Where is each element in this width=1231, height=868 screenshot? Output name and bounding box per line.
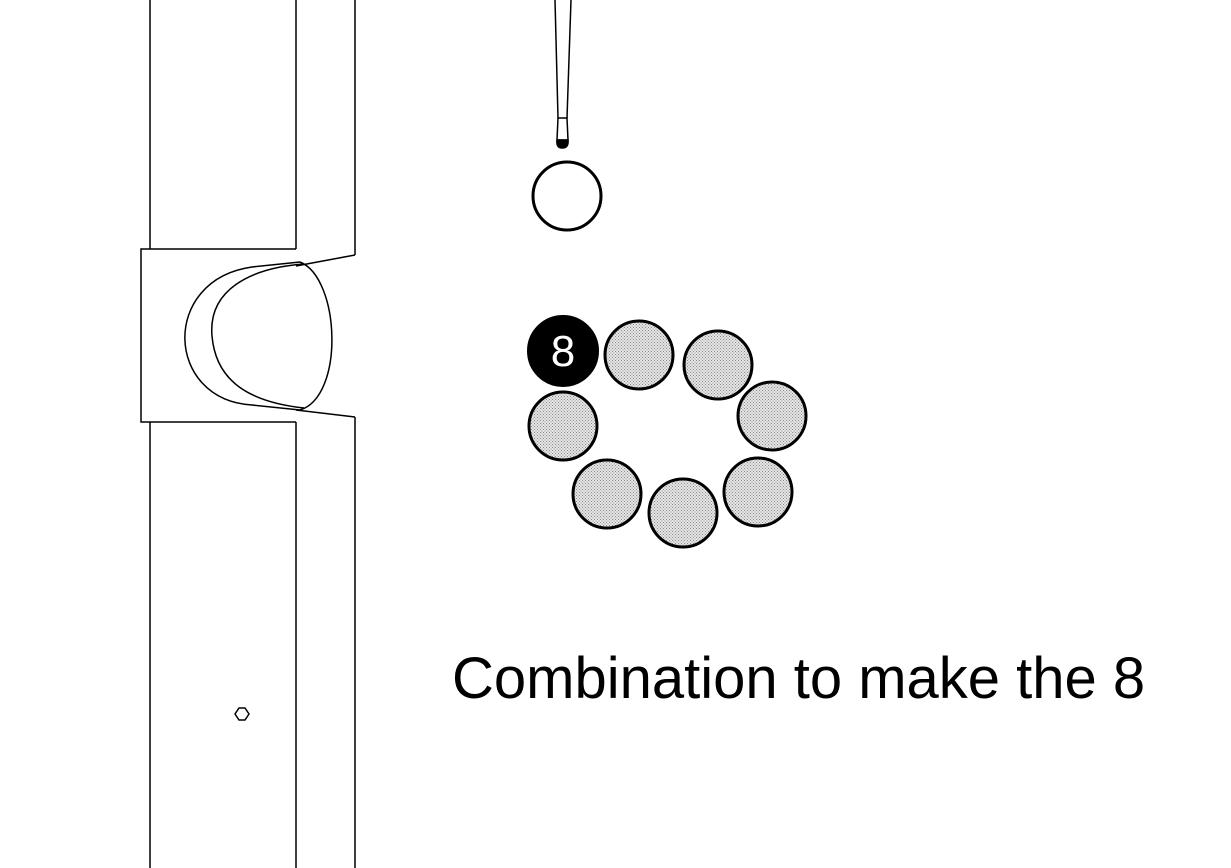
object-ball — [682, 329, 754, 401]
pocket-outer-arc — [184, 261, 301, 411]
pocket-jaw-bottom — [295, 409, 356, 418]
eight-ball-body — [527, 315, 599, 387]
pocket-housing — [140, 248, 296, 423]
cue-ferrule — [556, 117, 569, 141]
cue-ball — [531, 160, 603, 232]
diagram-caption: Combination to make the 8 — [452, 646, 1146, 711]
table-rail — [140, 0, 356, 868]
cue-stick — [554, 0, 572, 149]
eight-ball: 8 — [527, 315, 599, 387]
object-ball — [571, 458, 643, 530]
pocket-inner-arc — [211, 263, 305, 409]
object-ball — [722, 456, 794, 528]
object-ball — [603, 319, 675, 391]
object-ball — [527, 390, 599, 462]
pocket-jaw-top — [295, 254, 356, 267]
object-balls — [527, 319, 808, 549]
object-ball — [736, 380, 808, 452]
pocket-opening — [299, 261, 333, 411]
diamond-sight-icon — [234, 707, 250, 721]
cue-shaft-right — [566, 0, 572, 119]
object-ball — [647, 477, 719, 549]
cue-shaft-left — [554, 0, 559, 119]
eight-ball-number: 8 — [551, 327, 575, 376]
cue-tip — [556, 139, 569, 149]
